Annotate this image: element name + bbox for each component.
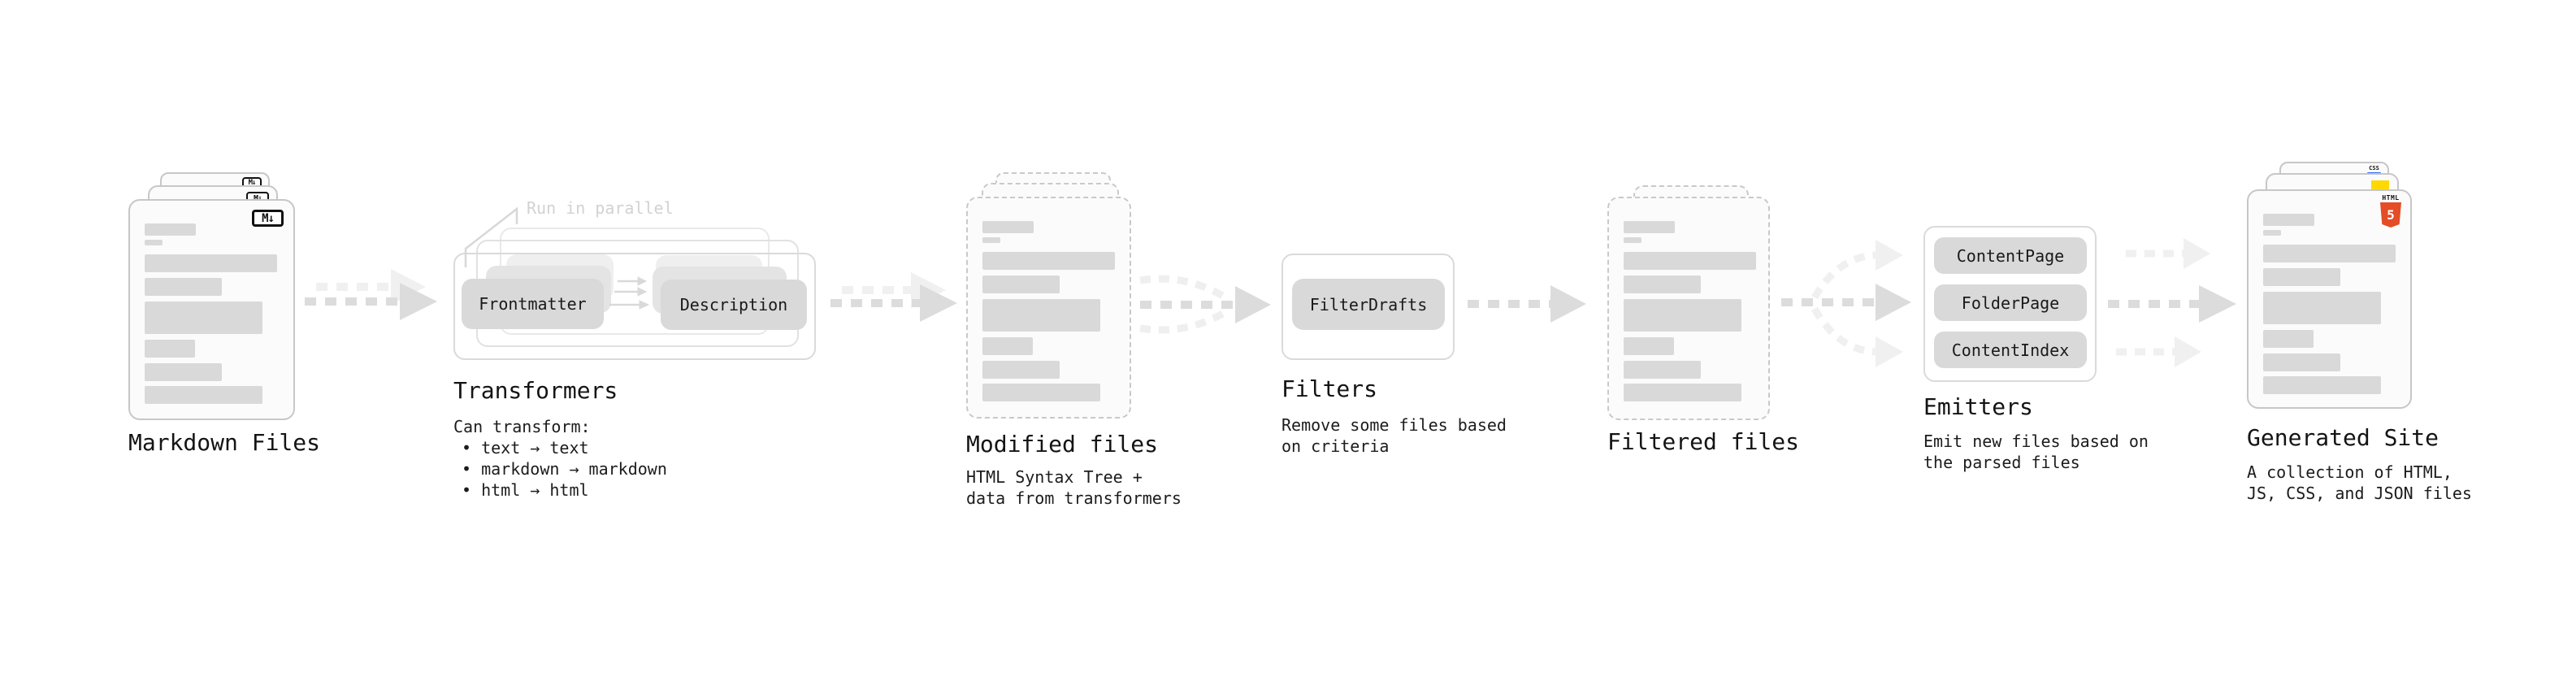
doc-text-bar [1624, 337, 1674, 355]
doc-text-bar [982, 384, 1100, 401]
doc-text-bar [2263, 376, 2381, 394]
filters-frame [1281, 254, 1455, 360]
filtered-file-card-front [1607, 197, 1770, 420]
doc-text-bar [145, 240, 163, 245]
doc-text-bar [1624, 299, 1741, 332]
transformers-label: Transformers [453, 377, 618, 404]
transformer-frame-front [453, 253, 816, 360]
generated-html-file-card: HTML 5 [2247, 189, 2412, 409]
frontmatter-pill: Frontmatter [462, 279, 604, 329]
doc-text-bar [145, 301, 262, 334]
doc-text-bar [1624, 275, 1701, 293]
description-pill: Description [661, 280, 807, 330]
doc-text-bar [2263, 354, 2340, 371]
document-text-placeholder [145, 223, 277, 404]
doc-text-bar [2263, 268, 2340, 286]
doc-text-bar [1624, 221, 1675, 233]
filters-label: Filters [1281, 375, 1378, 402]
emitters-frame [1923, 226, 2097, 382]
doc-text-bar [982, 252, 1115, 270]
doc-text-bar [2263, 214, 2314, 226]
run-in-parallel-annotation: Run in parallel [527, 198, 674, 218]
html5-icon: HTML 5 [2380, 195, 2401, 228]
modified-files-label: Modified files [966, 431, 1159, 458]
markdown-files-label: Markdown Files [128, 429, 321, 456]
doc-text-bar [982, 237, 1000, 243]
transformers-bullet-3: • html → html [462, 480, 589, 500]
doc-text-bar [1624, 237, 1641, 243]
emitters-label: Emitters [1923, 393, 2033, 420]
doc-text-bar [1624, 384, 1741, 401]
doc-text-bar [2263, 230, 2281, 236]
doc-text-bar [145, 223, 196, 236]
arrow-filtered-to-emitters [1781, 240, 1911, 367]
filtered-files-label: Filtered files [1607, 428, 1800, 455]
doc-text-bar [2263, 245, 2396, 262]
contentpage-pill: ContentPage [1934, 237, 2087, 274]
js-icon [2371, 180, 2389, 189]
filters-description: Remove some files based on criteria [1281, 415, 1507, 456]
markdown-icon: M↓ [252, 210, 284, 227]
doc-text-bar [2263, 330, 2314, 348]
doc-text-bar [1624, 361, 1701, 379]
doc-text-bar [1624, 252, 1756, 270]
doc-text-bar [982, 221, 1034, 233]
document-text-placeholder [1624, 221, 1756, 401]
doc-text-bar [982, 361, 1060, 379]
svg-text:5: 5 [2387, 207, 2395, 223]
folderpage-pill: FolderPage [1934, 284, 2087, 321]
contentindex-pill: ContentIndex [1934, 332, 2087, 368]
arrow-markdown-to-transformers [305, 269, 437, 320]
doc-text-bar [145, 254, 277, 272]
generated-site-description: A collection of HTML, JS, CSS, and JSON … [2247, 462, 2472, 503]
doc-text-bar [145, 363, 222, 381]
transformers-bullet-2: • markdown → markdown [462, 459, 667, 479]
arrow-modified-to-filters [1139, 275, 1271, 334]
doc-text-bar [145, 340, 195, 358]
transformers-description-title: Can transform: [453, 417, 591, 436]
modified-file-card-front [966, 197, 1131, 419]
doc-text-bar [982, 275, 1060, 293]
doc-text-bar [145, 386, 262, 404]
markdown-file-card-front: M↓ [128, 199, 295, 420]
document-text-placeholder [2263, 214, 2396, 394]
document-text-placeholder [982, 221, 1115, 401]
arrow-emitters-to-generated [2108, 238, 2236, 367]
doc-text-bar [2263, 292, 2381, 324]
transformers-bullet-1: • text → text [462, 438, 589, 458]
arrow-transformers-to-modified [830, 272, 957, 322]
doc-text-bar [145, 278, 222, 296]
generated-site-label: Generated Site [2247, 424, 2439, 451]
filterdrafts-pill: FilterDrafts [1292, 279, 1445, 330]
modified-files-description: HTML Syntax Tree + data from transformer… [966, 467, 1182, 508]
doc-text-bar [982, 299, 1100, 332]
emitters-description: Emit new files based on the parsed files [1923, 432, 2149, 472]
doc-text-bar [982, 337, 1033, 355]
arrow-filters-to-filtered [1468, 285, 1586, 323]
